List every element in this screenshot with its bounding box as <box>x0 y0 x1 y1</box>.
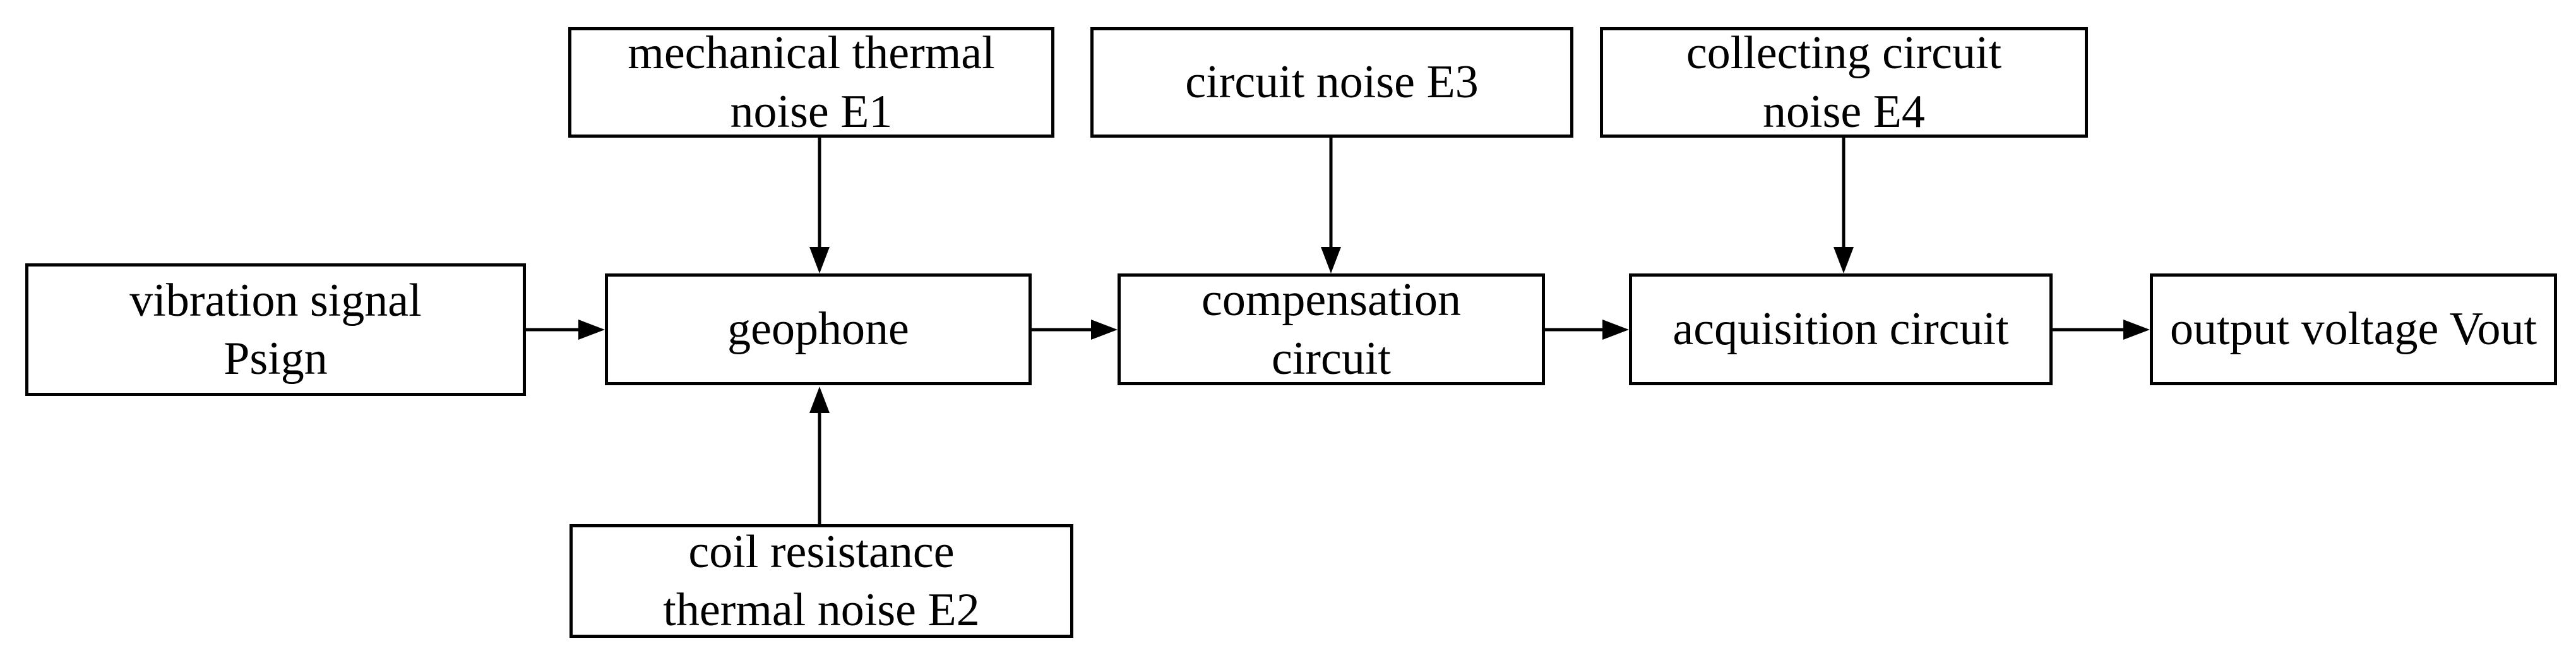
arrow-e2-to-geophone <box>809 386 830 524</box>
arrow-acquisition-to-vout <box>2053 320 2150 340</box>
node-label: geophone <box>727 303 909 356</box>
node-label: collecting circuit noise E4 <box>1686 27 2002 138</box>
arrow-e4-to-acquisition <box>1834 138 1854 273</box>
node-vibration-signal-psign: vibration signal Psign <box>25 263 526 396</box>
node-label: compensation circuit <box>1201 274 1461 385</box>
node-acquisition-circuit: acquisition circuit <box>1629 273 2053 385</box>
node-label: acquisition circuit <box>1673 303 2009 356</box>
node-geophone: geophone <box>605 273 1032 385</box>
node-label: mechanical thermal noise E1 <box>628 27 995 138</box>
node-label: vibration signal Psign <box>129 274 422 385</box>
arrow-e3-to-compensation <box>1321 138 1341 273</box>
node-coil-resistance-thermal-noise-e2: coil resistance thermal noise E2 <box>569 524 1073 638</box>
node-label: coil resistance thermal noise E2 <box>663 525 980 637</box>
node-label: output voltage Vout <box>2169 303 2537 356</box>
node-mechanical-thermal-noise-e1: mechanical thermal noise E1 <box>568 27 1054 138</box>
arrow-geophone-to-compensation <box>1032 320 1118 340</box>
arrow-e1-to-geophone <box>809 138 830 273</box>
node-collecting-circuit-noise-e4: collecting circuit noise E4 <box>1600 27 2088 138</box>
arrow-psign-to-geophone <box>526 320 605 340</box>
node-output-voltage-vout: output voltage Vout <box>2150 273 2557 385</box>
node-label: circuit noise E3 <box>1185 56 1479 109</box>
arrow-compensation-to-acquisition <box>1545 320 1629 340</box>
node-circuit-noise-e3: circuit noise E3 <box>1090 27 1573 138</box>
node-compensation-circuit: compensation circuit <box>1118 273 1545 385</box>
